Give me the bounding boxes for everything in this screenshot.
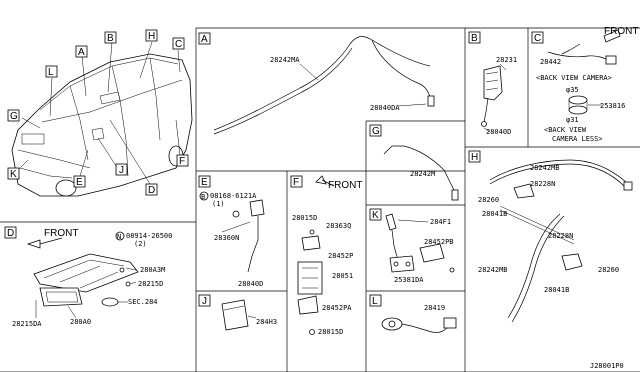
part-e-08168-6121a: 08168-6121A <box>210 192 257 200</box>
part-b-28040d: 28040D <box>486 128 511 136</box>
part-f-28452p: 28452P <box>328 252 353 260</box>
part-k-284f1: 284F1 <box>430 218 451 226</box>
part-h-28260-top: 28260 <box>478 196 499 204</box>
section-label-d: D <box>7 228 14 239</box>
dim-phi35: φ35 <box>566 86 579 94</box>
section-label-j: J <box>202 296 207 307</box>
part-j-284h3: 284H3 <box>256 318 277 326</box>
circle-b: B <box>201 193 205 201</box>
section-labels: A B C D E F G H J K L <box>4 31 544 307</box>
callout-f: F <box>179 156 185 167</box>
section-b: 28231 28040D <box>481 56 517 136</box>
section-h: 28242MB 28228N 28260 28041B 28228N 28242… <box>478 159 633 323</box>
section-a: 28242MA 28040DA <box>213 36 435 135</box>
callout-g: G <box>10 111 18 122</box>
part-d-280a0: 280A0 <box>70 318 91 326</box>
part-a-28040da: 28040DA <box>370 104 400 112</box>
section-label-h: H <box>471 152 478 163</box>
part-h-28041b-top: 28041B <box>482 210 507 218</box>
callout-c: C <box>175 39 182 50</box>
section-label-e: E <box>201 177 208 188</box>
section-l: 28419 <box>381 304 457 333</box>
section-label-a: A <box>201 34 208 45</box>
part-e-28360n: 28360N <box>214 234 239 242</box>
dim-phi31: φ31 <box>566 116 579 124</box>
part-h-28228n-top: 28228N <box>530 180 555 188</box>
caption-back-view: <BACK VIEW <box>544 126 587 134</box>
panel-grid <box>0 27 640 372</box>
part-d-28215d: 28215D <box>138 280 163 288</box>
front-label-f: FRONT <box>328 180 362 191</box>
part-c-253816: 253816 <box>600 102 625 110</box>
part-l-28419: 28419 <box>424 304 445 312</box>
section-f: FRONT 28015D 28363Q 28452P 28051 28452PA… <box>292 175 362 336</box>
part-e-28040d: 28040D <box>238 280 263 288</box>
callout-e: E <box>76 177 83 188</box>
part-d-sec284: SEC.284 <box>128 298 158 306</box>
part-h-28242mb-bottom: 28242MB <box>478 266 508 274</box>
part-h-28242mb-top: 28242MB <box>530 164 560 172</box>
part-f-28363q: 28363Q <box>326 222 351 230</box>
section-label-b: B <box>471 33 478 44</box>
part-f-28015d-bottom: 28015D <box>318 328 343 336</box>
corner-front-label: FRONT <box>604 26 638 37</box>
part-a-28242ma: 28242MA <box>270 56 300 64</box>
section-c: FRONT 28442 <BACK VIEW CAMERA> φ35 φ31 2… <box>536 26 638 143</box>
part-k-28452pb: 28452PB <box>424 238 454 246</box>
front-label-d: FRONT <box>44 228 78 239</box>
section-j: 284H3 <box>221 299 277 331</box>
part-f-28051: 28051 <box>332 272 353 280</box>
part-h-28228n-bottom: 28228N <box>548 232 573 240</box>
callout-h: H <box>148 31 155 42</box>
part-d-08914-26500: 08914-26500 <box>126 232 172 240</box>
part-d-280a3m: 280A3M <box>140 266 165 274</box>
callout-k: K <box>10 169 17 180</box>
caption-camera-less: CAMERA LESS> <box>552 135 603 143</box>
section-label-f: F <box>293 177 299 188</box>
section-label-c: C <box>534 33 541 44</box>
part-c-28442: 28442 <box>540 58 561 66</box>
part-h-28260-bottom: 28260 <box>598 266 619 274</box>
callout-l: L <box>48 67 54 78</box>
circle-n: N <box>117 233 121 241</box>
section-d: FRONT N 08914-26500 (2) 280A3M 28215D SE… <box>12 228 172 328</box>
part-d-28215da: 28215DA <box>12 320 42 328</box>
section-k: 284F1 28452PB 25381DA <box>385 213 455 284</box>
part-g-28242m: 28242M <box>410 170 435 178</box>
callout-d: D <box>148 185 155 196</box>
part-h-28041b-bottom: 28041B <box>544 286 569 294</box>
callout-b: B <box>107 33 114 44</box>
section-label-l: L <box>372 296 378 307</box>
section-e: B 08168-6121A (1) 28360N 28040D <box>199 191 265 288</box>
part-f-28015d-top: 28015D <box>292 214 317 222</box>
section-label-k: K <box>372 210 379 221</box>
part-d-qty-2: (2) <box>134 240 147 248</box>
section-label-g: G <box>372 126 380 137</box>
callout-j: J <box>119 165 124 176</box>
part-f-28452pa: 28452PA <box>322 304 352 312</box>
caption-back-view-camera: <BACK VIEW CAMERA> <box>536 74 612 82</box>
part-k-25381da: 25381DA <box>394 276 424 284</box>
part-e-qty-1: (1) <box>212 200 225 208</box>
diagram-code: J28001P0 <box>590 362 624 370</box>
section-g: 28242M <box>383 145 459 201</box>
callout-a: A <box>78 47 85 58</box>
vehicle-overview <box>11 41 193 197</box>
part-b-28231: 28231 <box>496 56 517 64</box>
vehicle-callouts: A B H C L G K E J D F <box>7 29 189 196</box>
